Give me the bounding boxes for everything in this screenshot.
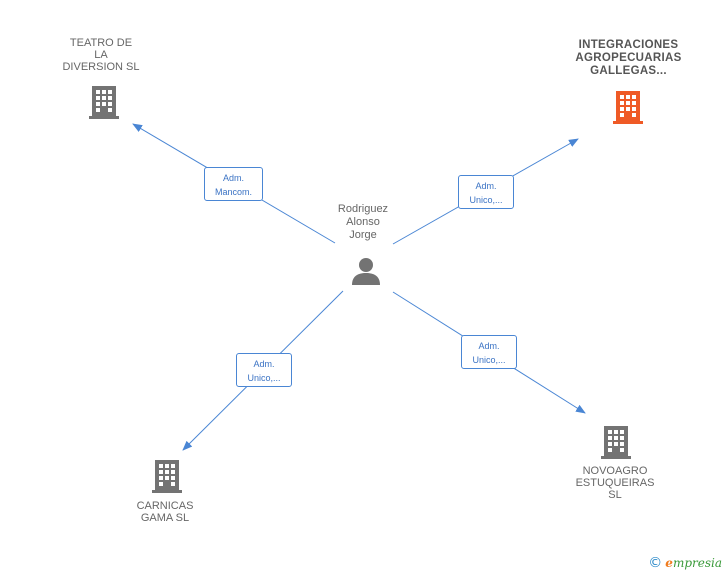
company-label-teatro[interactable]: TEATRO DE LA DIVERSION SL <box>62 37 140 73</box>
building-icon[interactable] <box>88 84 120 125</box>
building-icon[interactable] <box>600 424 632 465</box>
person-name-line: Alonso <box>346 216 380 228</box>
relation-label-integraciones[interactable]: Adm. Unico,... <box>458 175 514 209</box>
relation-role-detail: Unico,... <box>469 195 503 205</box>
relation-role: Adm. <box>475 181 497 191</box>
company-label-novoagro[interactable]: NOVOAGRO ESTUQUEIRAS SL <box>575 465 655 501</box>
brand-text: mpresia <box>672 556 722 570</box>
building-icon[interactable] <box>151 458 183 499</box>
brand-logo: ©empresia <box>648 555 722 571</box>
person-icon[interactable] <box>351 257 381 291</box>
relation-label-teatro[interactable]: Adm. Mancom. <box>204 167 263 201</box>
person-name[interactable]: Rodriguez Alonso Jorge <box>318 203 408 242</box>
person-name-line: Jorge <box>349 229 377 241</box>
relation-label-novoagro[interactable]: Adm. Unico,... <box>461 335 517 369</box>
relation-role: Adm. <box>222 173 244 183</box>
company-label-integraciones[interactable]: INTEGRACIONES AGROPECUARIAS GALLEGAS... <box>575 39 682 77</box>
relation-role: Adm. <box>478 341 500 351</box>
person-name-line: Rodriguez <box>337 203 389 215</box>
relation-role: Adm. <box>253 359 275 369</box>
relation-label-carnicas[interactable]: Adm. Unico,... <box>236 353 292 387</box>
relation-role-detail: Unico,... <box>247 373 281 383</box>
company-label-carnicas[interactable]: CARNICAS GAMA SL <box>136 500 194 524</box>
copyright-symbol: © <box>648 555 663 571</box>
building-icon[interactable] <box>612 89 644 130</box>
relation-role-detail: Mancom. <box>214 187 252 197</box>
brand-e: e <box>665 556 673 570</box>
relation-role-detail: Unico,... <box>472 355 506 365</box>
